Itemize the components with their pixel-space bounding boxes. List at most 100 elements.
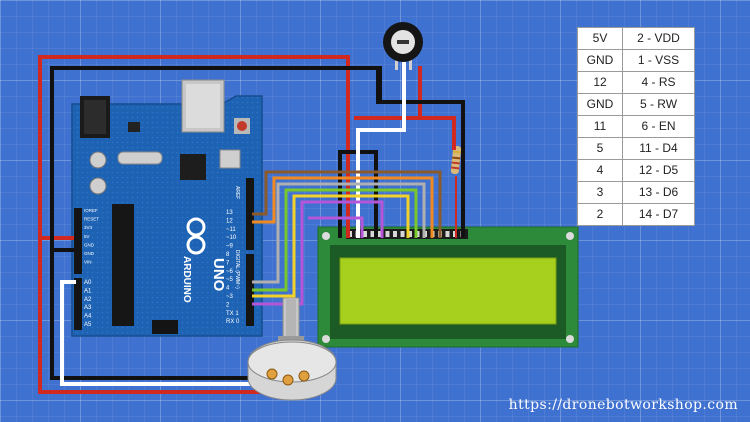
power-pin-label: RESET: [84, 217, 99, 222]
lcd-pin-cell: 13 - D6: [622, 181, 695, 204]
arduino-pin-cell: 4: [577, 159, 623, 182]
icsp-header: [152, 320, 178, 334]
power-pin-label: GND: [84, 251, 95, 256]
wires: [38, 55, 465, 394]
digital-header-lower: [246, 254, 254, 326]
digital-pin-label: ~6: [226, 269, 234, 275]
digital-header-upper: [246, 178, 254, 250]
digital-pin-label: TX 1: [226, 311, 239, 317]
digital-pin-label: ~9: [226, 244, 234, 250]
arduino-pin-cell: GND: [577, 49, 623, 72]
arduino-pin-cell: 11: [577, 115, 623, 138]
analog-header: [74, 278, 82, 330]
power-pin-label: VIN: [84, 260, 92, 265]
power-header: [74, 208, 82, 274]
wire-5v-trimmer: [354, 66, 422, 120]
arduino-pin-cell: 3: [577, 181, 623, 204]
lcd-pin-cell: 1 - VSS: [622, 49, 695, 72]
analog-pin-label: A4: [84, 314, 92, 320]
capacitor: [89, 177, 107, 195]
digital-pin-label: 2: [226, 302, 230, 308]
lcd-pin-cell: 2 - VDD: [622, 27, 695, 50]
wire-d7-purple-b: [308, 216, 364, 238]
wire-d4: [252, 182, 426, 284]
power-pin-label: 3V3: [84, 225, 93, 230]
lcd-pin: [408, 231, 412, 237]
wire-en: [252, 176, 434, 238]
wire-d6: [252, 194, 410, 298]
resistor-icon: [450, 145, 462, 175]
lcd-pin: [393, 231, 397, 237]
lcd-pin: [370, 231, 375, 237]
arduino-pin-cell: 5V: [577, 27, 623, 50]
analog-pin-label: A2: [84, 297, 92, 303]
lcd-pin-cell: 4 - RS: [622, 71, 695, 94]
aref-label: AREF: [234, 186, 240, 199]
power-pin-label: GND: [84, 242, 95, 247]
digital-pin-label: RX 0: [226, 319, 240, 325]
arduino-model-label: UNO: [210, 258, 227, 292]
wire-5v-backlight: [354, 116, 456, 150]
digital-pin-label: 7: [226, 260, 230, 266]
power-pin-labels: IOREF RESET 3V3 5V GND GND VIN: [84, 208, 99, 265]
digital-pin-label: 12: [226, 218, 233, 224]
lcd-pin: [400, 231, 405, 237]
arduino-pin-cell: 12: [577, 71, 623, 94]
wire-gnd: [50, 248, 250, 380]
atmega-chip: [112, 204, 134, 326]
lcd-16x2-module: [317, 226, 579, 348]
digital-pwm-label: DIGITAL (PWM~): [234, 250, 240, 289]
wire-rs: [252, 170, 442, 238]
lcd-pin: [363, 231, 367, 237]
power-pin-label: IOREF: [84, 208, 98, 213]
digital-pin-label: 13: [226, 210, 233, 216]
digital-pin-label: ~5: [226, 277, 234, 283]
lcd-screen: [339, 257, 557, 325]
wire-analog-white: [60, 280, 250, 386]
digital-pin-label: ~10: [226, 235, 237, 241]
arduino-pin-cell: 5: [577, 137, 623, 160]
lcd-pin: [445, 231, 450, 237]
capacitor: [89, 151, 107, 169]
wire-5v-top: [38, 55, 350, 238]
digital-pin-label: 4: [226, 286, 230, 292]
wire-5v: [38, 236, 270, 394]
arduino-logo: [186, 217, 206, 255]
power-pin-label: 5V: [84, 234, 90, 239]
analog-pin-label: A5: [84, 322, 92, 328]
lcd-pin-cell: 6 - EN: [622, 115, 695, 138]
lcd-pin-cell: 5 - RW: [622, 93, 695, 116]
rotary-potentiometer-icon: [247, 297, 337, 401]
digital-pin-labels: 13 12 ~11 ~10 ~9 8 7 ~6 ~5 4 ~3 2 TX 1 RX 0: [226, 210, 240, 325]
digital-pin-label: 8: [226, 252, 230, 258]
trimmer-potentiometer-icon: [383, 22, 423, 70]
arduino-pin-cell: 2: [577, 203, 623, 226]
analog-pin-label: A1: [84, 288, 92, 294]
arduino-brand-label: ARDUINO: [181, 256, 192, 303]
lcd-pin-cell: 11 - D4: [622, 137, 695, 160]
analog-pin-label: A0: [84, 280, 92, 286]
analog-pin-label: A3: [84, 305, 92, 311]
digital-pin-label: ~11: [226, 227, 236, 233]
arduino-pin-cell: GND: [577, 93, 623, 116]
lcd-pin: [378, 231, 382, 237]
lcd-pin-cell: 12 - D5: [622, 159, 695, 182]
digital-pin-label: ~3: [226, 294, 234, 300]
lcd-pin-cell: 14 - D7: [622, 203, 695, 226]
wire-d5: [252, 188, 418, 292]
arduino-uno-board: ARDUINO UNO DIGITAL (PWM~) AREF 13 12 ~11 ~…: [71, 79, 263, 337]
lcd-pin: [385, 231, 390, 237]
